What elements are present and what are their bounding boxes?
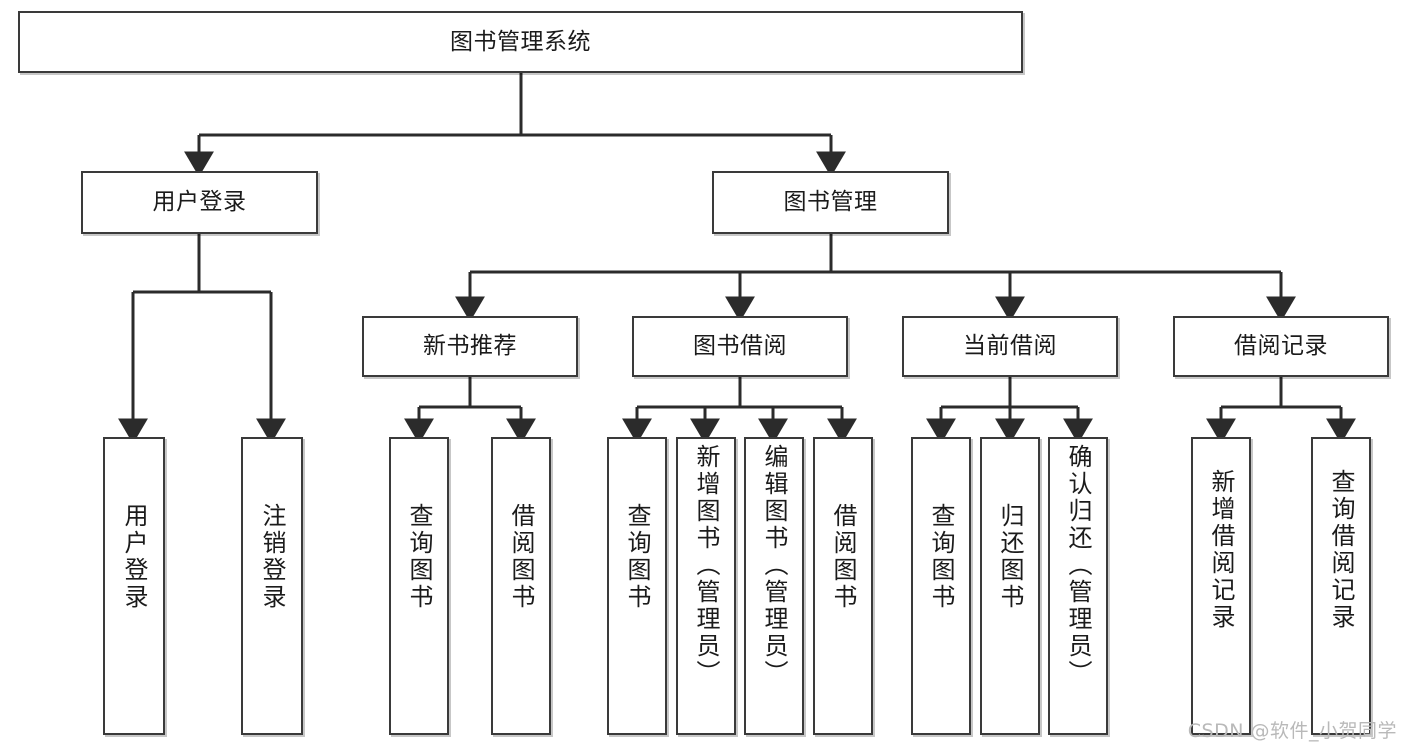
node-label: 用户登录 <box>120 503 149 611</box>
node-book-management[interactable]: 图书管理 <box>712 171 949 234</box>
leaf-edit-book-admin[interactable]: 编辑图书（管理员） <box>744 437 804 735</box>
node-current-borrow[interactable]: 当前借阅 <box>902 316 1118 377</box>
node-label: 编辑图书（管理员） <box>760 444 789 687</box>
node-label: 查询图书 <box>927 503 956 611</box>
node-label: 查询图书 <box>623 503 652 611</box>
node-label: 图书管理 <box>783 189 878 216</box>
leaf-add-book-admin[interactable]: 新增图书（管理员） <box>676 437 736 735</box>
node-label: 借阅记录 <box>1234 333 1328 360</box>
leaf-query-book-recommend[interactable]: 查询图书 <box>389 437 449 735</box>
node-new-book-recommend[interactable]: 新书推荐 <box>362 316 578 377</box>
node-root-book-management-system[interactable]: 图书管理系统 <box>18 11 1023 73</box>
leaf-add-borrow-record[interactable]: 新增借阅记录 <box>1191 437 1251 735</box>
leaf-query-book-borrow[interactable]: 查询图书 <box>607 437 667 735</box>
node-label: 图书借阅 <box>693 333 787 360</box>
node-label: 查询图书 <box>405 503 434 611</box>
node-label: 借阅图书 <box>829 503 858 611</box>
node-book-borrow[interactable]: 图书借阅 <box>632 316 848 377</box>
leaf-user-logout[interactable]: 注销登录 <box>241 437 303 735</box>
node-label: 查询借阅记录 <box>1327 469 1356 631</box>
leaf-return-book[interactable]: 归还图书 <box>980 437 1040 735</box>
leaf-confirm-return-admin[interactable]: 确认归还（管理员） <box>1048 437 1108 735</box>
leaf-query-book-current[interactable]: 查询图书 <box>911 437 971 735</box>
node-borrow-record[interactable]: 借阅记录 <box>1173 316 1389 377</box>
node-label: 注销登录 <box>258 503 287 611</box>
node-label: 确认归还（管理员） <box>1064 444 1093 687</box>
node-label: 当前借阅 <box>963 333 1057 360</box>
node-label: 借阅图书 <box>507 503 536 611</box>
leaf-query-borrow-record[interactable]: 查询借阅记录 <box>1311 437 1371 735</box>
leaf-borrow-book-recommend[interactable]: 借阅图书 <box>491 437 551 735</box>
node-label: 图书管理系统 <box>450 28 591 55</box>
node-label: 归还图书 <box>996 503 1025 611</box>
node-user-login[interactable]: 用户登录 <box>81 171 318 234</box>
node-label: 新书推荐 <box>423 333 517 360</box>
node-label: 新增借阅记录 <box>1207 469 1236 631</box>
node-label: 新增图书（管理员） <box>692 444 721 687</box>
csdn-watermark: CSDN @软件_小贺同学 <box>1187 720 1397 742</box>
node-label: 用户登录 <box>152 189 247 216</box>
leaf-user-login-do[interactable]: 用户登录 <box>103 437 165 735</box>
leaf-borrow-book[interactable]: 借阅图书 <box>813 437 873 735</box>
